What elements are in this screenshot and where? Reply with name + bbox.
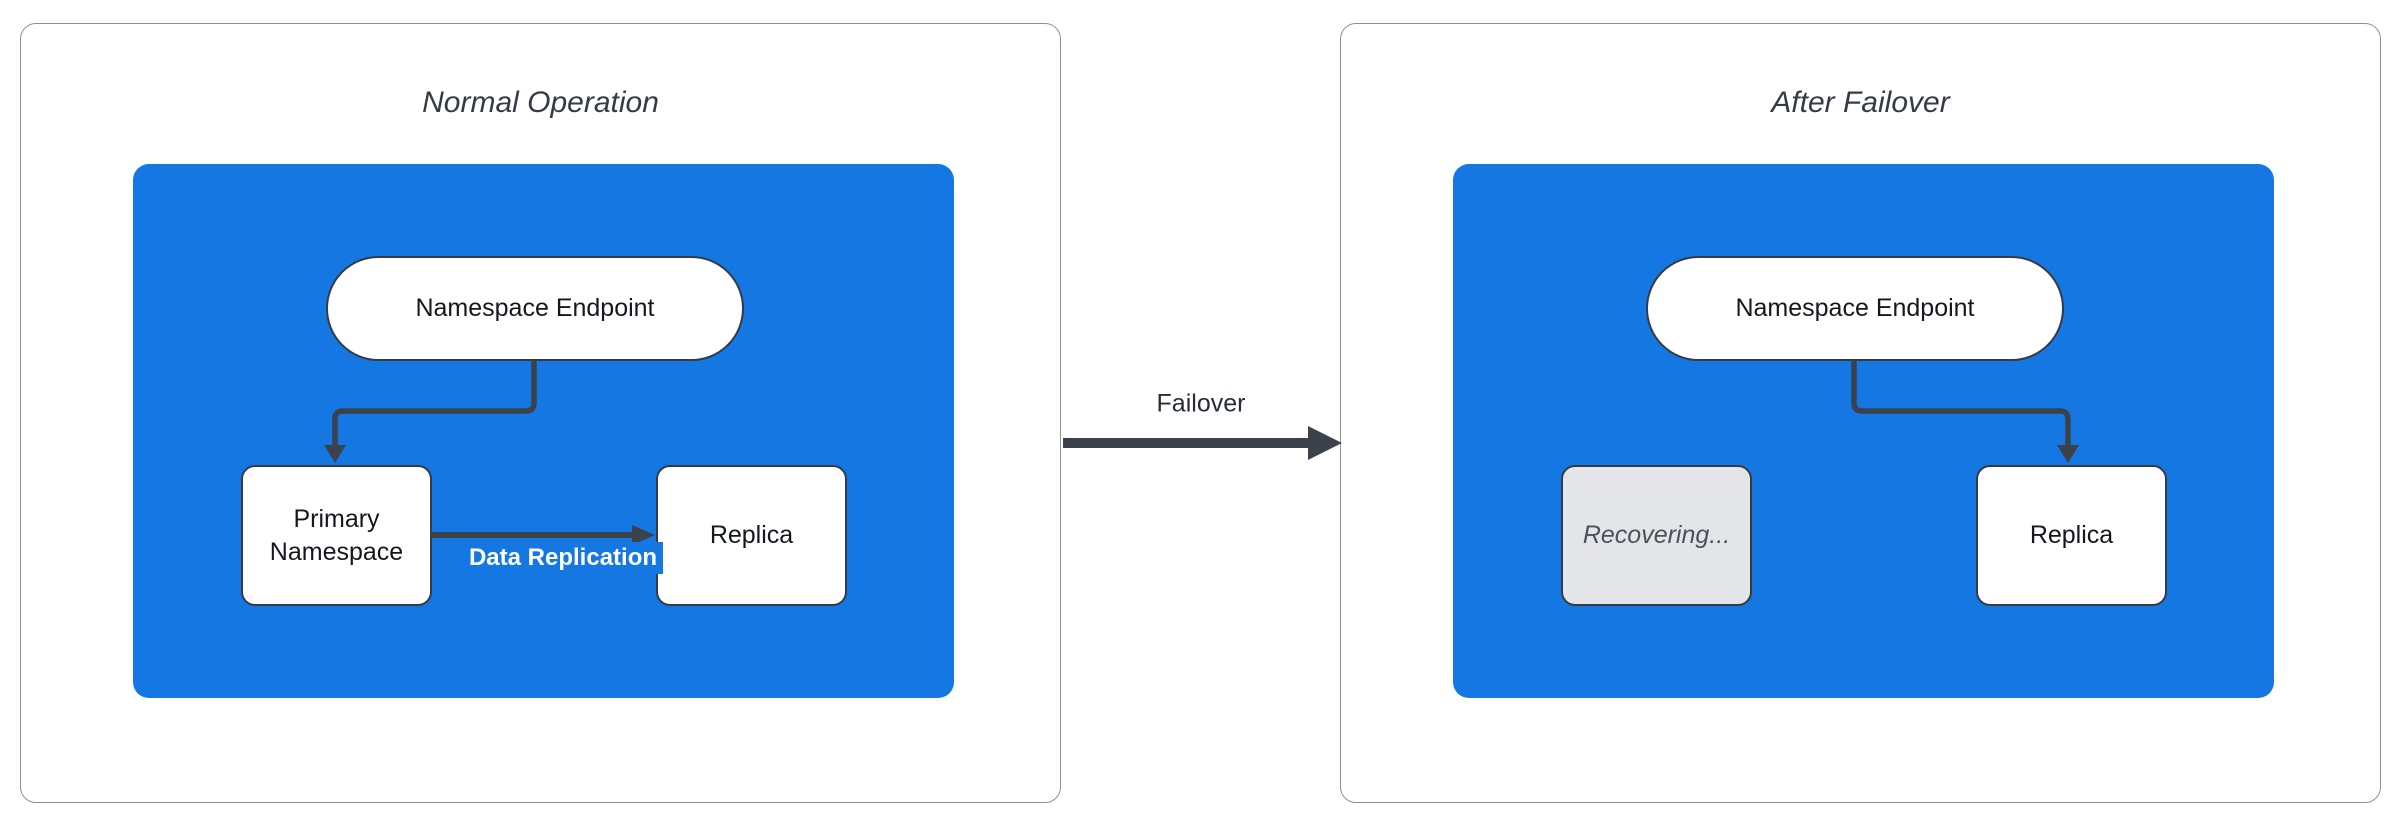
node-namespace-endpoint-failover: Namespace Endpoint [1646, 256, 2064, 361]
node-primary-namespace-label-line2: Namespace [269, 537, 404, 566]
panel-title-after-failover: After Failover [1771, 86, 1950, 119]
node-recovering-label: Recovering... [1582, 521, 1731, 550]
node-replica-normal: Replica [656, 465, 847, 606]
panel-normal-operation: Normal Operation Namespace Endpoint Prim… [20, 23, 1061, 803]
node-replica-failover-label: Replica [2029, 521, 2114, 550]
node-replica-normal-label: Replica [709, 521, 794, 550]
node-namespace-endpoint-label: Namespace Endpoint [415, 294, 655, 322]
namespace-container-normal [133, 164, 954, 698]
failover-label: Failover [1156, 389, 1246, 418]
node-primary-namespace: Primary Namespace [241, 465, 432, 606]
node-primary-namespace-label-line1: Primary [293, 505, 380, 533]
node-namespace-endpoint-normal: Namespace Endpoint [326, 256, 744, 361]
node-recovering: Recovering... [1561, 465, 1752, 606]
node-namespace-endpoint-failover-label: Namespace Endpoint [1735, 294, 1975, 322]
arrowhead-failover [1308, 426, 1342, 460]
namespace-container-failover [1453, 164, 2274, 698]
panel-after-failover: After Failover Namespace Endpoint Recove… [1340, 23, 2381, 803]
node-replica-failover: Replica [1976, 465, 2167, 606]
panel-title-normal-operation: Normal Operation [422, 86, 659, 119]
